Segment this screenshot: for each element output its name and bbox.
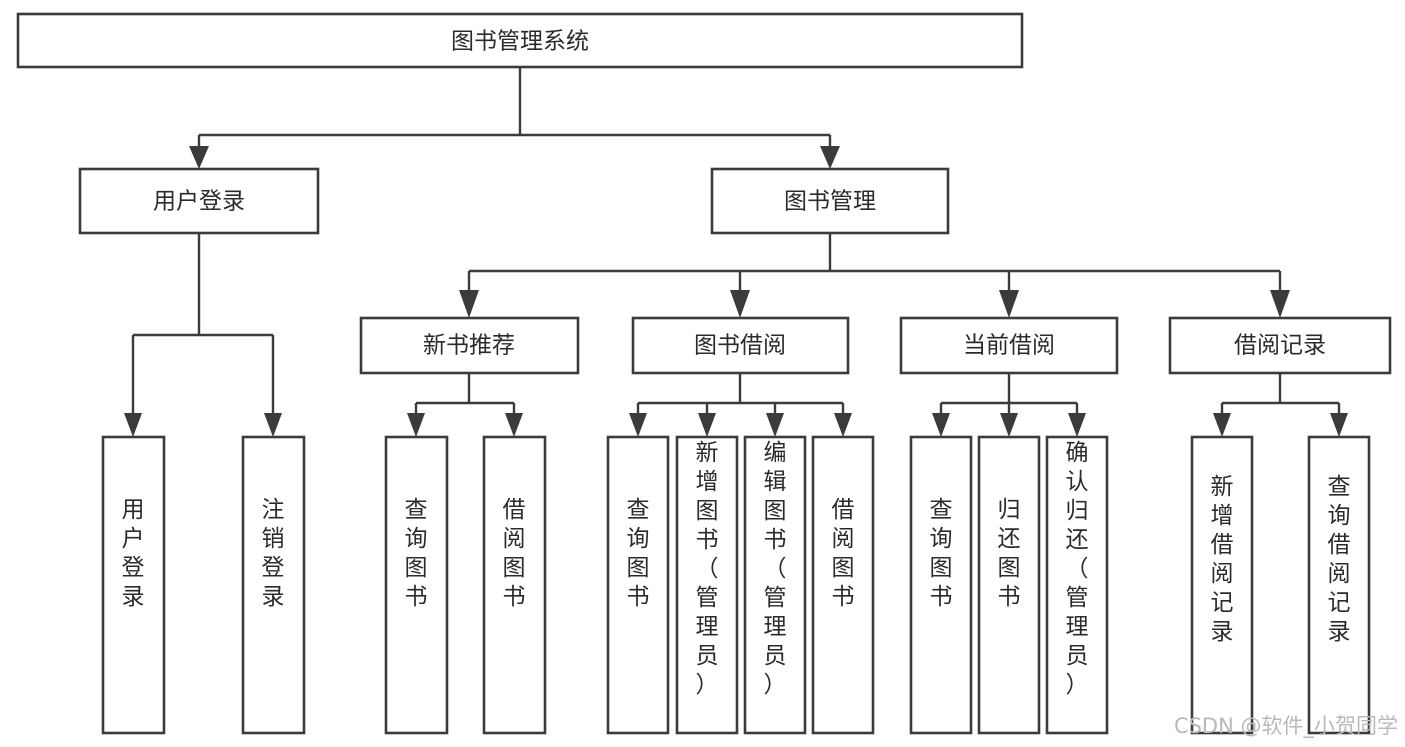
arrow-head-borrow-record bbox=[1270, 290, 1290, 318]
arrow-head-leaf-query-book-3 bbox=[932, 413, 950, 437]
node-book-borrow-label: 图书借阅 bbox=[694, 333, 786, 359]
leaf-logout-login-label: 注销登录 bbox=[262, 497, 285, 610]
arrow-head-leaf-query-book-2 bbox=[629, 413, 647, 437]
leaf-query-book-2-box[interactable] bbox=[606, 435, 670, 735]
csdn-watermark: CSDN @软件_小贺同学 bbox=[1174, 714, 1398, 739]
leaf-user-login-box[interactable] bbox=[101, 435, 166, 735]
leaf-edit-book-box[interactable] bbox=[743, 435, 807, 735]
leaf-borrow-book-1-box[interactable] bbox=[482, 435, 547, 735]
leaf-borrow-book-1-label: 借阅图书 bbox=[503, 497, 526, 610]
arrow-head-leaf-add-record bbox=[1213, 413, 1231, 437]
node-root-box[interactable] bbox=[16, 12, 1024, 69]
arrow-head-leaf-return-book bbox=[1000, 413, 1018, 437]
leaf-node-return-book[interactable]: 归还图书 bbox=[977, 435, 1041, 735]
node-book-manage-box[interactable] bbox=[710, 167, 950, 235]
arrow-head-current-borrow bbox=[999, 290, 1019, 318]
node-user-login[interactable]: 用户登录 bbox=[78, 167, 320, 235]
leaf-add-record-box[interactable] bbox=[1190, 435, 1254, 735]
node-current-borrow-box[interactable] bbox=[899, 316, 1119, 375]
node-book-borrow-box[interactable] bbox=[631, 316, 850, 375]
connector-group-book-manage bbox=[459, 233, 1290, 318]
arrow-head-new-book-recommend bbox=[459, 290, 479, 318]
arrow-head-user-login bbox=[189, 146, 209, 169]
connector-group-book-borrow bbox=[629, 373, 852, 437]
leaf-node-query-book-3[interactable]: 查询图书 bbox=[909, 435, 973, 735]
leaf-node-logout-login[interactable]: 注销登录 bbox=[241, 435, 306, 735]
node-book-manage[interactable]: 图书管理 bbox=[710, 167, 950, 235]
arrow-head-leaf-user-login bbox=[124, 413, 142, 437]
node-borrow-record-label: 借阅记录 bbox=[1234, 333, 1326, 359]
node-book-manage-label: 图书管理 bbox=[784, 189, 876, 215]
arrow-head-leaf-borrow-book-2 bbox=[834, 413, 852, 437]
leaf-add-book-box[interactable] bbox=[675, 435, 739, 735]
leaf-query-book-3-box[interactable] bbox=[909, 435, 973, 735]
leaf-query-book-1-box[interactable] bbox=[384, 435, 449, 735]
leaf-query-book-1-label: 查询图书 bbox=[405, 497, 428, 610]
node-user-login-box[interactable] bbox=[78, 167, 320, 235]
arrow-head-leaf-edit-book bbox=[766, 413, 784, 437]
leaf-node-add-book[interactable]: 新增图书（管理员） bbox=[675, 435, 739, 735]
leaf-node-borrow-book-1[interactable]: 借阅图书 bbox=[482, 435, 547, 735]
leaf-node-user-login[interactable]: 用户登录 bbox=[101, 435, 166, 735]
node-borrow-record-box[interactable] bbox=[1168, 316, 1392, 375]
node-borrow-record[interactable]: 借阅记录 bbox=[1168, 316, 1392, 375]
arrow-head-leaf-add-book bbox=[698, 413, 716, 437]
leaf-node-query-book-2[interactable]: 查询图书 bbox=[606, 435, 670, 735]
node-new-book-recommend-label: 新书推荐 bbox=[423, 333, 515, 359]
leaf-query-record-box[interactable] bbox=[1307, 435, 1371, 735]
leaf-return-book-label: 归还图书 bbox=[998, 497, 1021, 610]
connector-group-root bbox=[189, 67, 840, 169]
arrow-head-book-borrow bbox=[730, 290, 750, 318]
leaf-query-book-3-label: 查询图书 bbox=[930, 497, 953, 610]
arrow-head-leaf-logout-login bbox=[264, 413, 282, 437]
leaf-add-record-label: 新增借阅记录 bbox=[1211, 474, 1234, 645]
leaf-node-query-record[interactable]: 查询借阅记录 bbox=[1307, 435, 1371, 735]
leaf-logout-login-box[interactable] bbox=[241, 435, 306, 735]
leaf-node-confirm-return[interactable]: 确认归还（管理员） bbox=[1045, 435, 1109, 735]
leaf-confirm-return-label: 确认归还（管理员） bbox=[1066, 440, 1089, 698]
node-root[interactable]: 图书管理系统 bbox=[16, 12, 1024, 69]
node-current-borrow-label: 当前借阅 bbox=[963, 333, 1055, 359]
arrow-head-leaf-query-book-1 bbox=[407, 413, 425, 437]
node-book-borrow[interactable]: 图书借阅 bbox=[631, 316, 850, 375]
leaf-node-add-record[interactable]: 新增借阅记录 bbox=[1190, 435, 1254, 735]
connector-group-current-borrow bbox=[932, 373, 1086, 437]
leaf-borrow-book-2-label: 借阅图书 bbox=[832, 497, 855, 610]
leaf-borrow-book-2-box[interactable] bbox=[811, 435, 875, 735]
leaf-return-book-box[interactable] bbox=[977, 435, 1041, 735]
node-root-label: 图书管理系统 bbox=[451, 29, 589, 55]
leaf-node-query-book-1[interactable]: 查询图书 bbox=[384, 435, 449, 735]
arrow-head-leaf-borrow-book-1 bbox=[505, 413, 523, 437]
leaf-confirm-return-box[interactable] bbox=[1045, 435, 1109, 735]
leaf-user-login-label: 用户登录 bbox=[122, 497, 145, 610]
connector-group-new-book-recommend bbox=[407, 373, 523, 437]
node-current-borrow[interactable]: 当前借阅 bbox=[899, 316, 1119, 375]
leaf-node-edit-book[interactable]: 编辑图书（管理员） bbox=[743, 435, 807, 735]
node-new-book-recommend-box[interactable] bbox=[359, 316, 580, 375]
leaf-node-borrow-book-2[interactable]: 借阅图书 bbox=[811, 435, 875, 735]
node-new-book-recommend[interactable]: 新书推荐 bbox=[359, 316, 580, 375]
connector-group-user-login bbox=[124, 233, 282, 437]
node-user-login-label: 用户登录 bbox=[153, 189, 245, 215]
arrow-head-leaf-confirm-return bbox=[1068, 413, 1086, 437]
leaf-query-record-label: 查询借阅记录 bbox=[1328, 474, 1351, 645]
connector-group-borrow-record bbox=[1213, 373, 1348, 437]
arrow-head-leaf-query-record bbox=[1330, 413, 1348, 437]
arrow-head-book-manage bbox=[820, 146, 840, 169]
leaf-query-book-2-label: 查询图书 bbox=[627, 497, 650, 610]
leaf-add-book-label: 新增图书（管理员） bbox=[696, 440, 719, 698]
leaf-edit-book-label: 编辑图书（管理员） bbox=[764, 440, 787, 698]
